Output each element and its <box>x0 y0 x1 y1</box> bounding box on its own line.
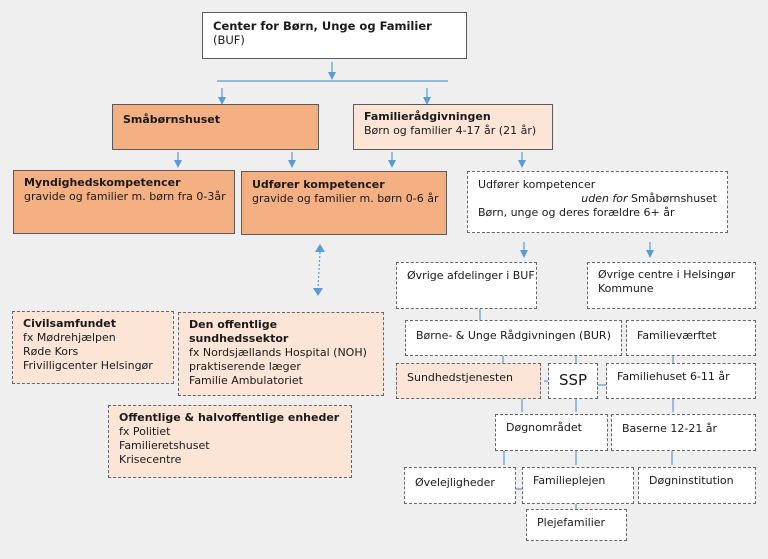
node-doegninstitution-title: Døgninstitution <box>649 474 734 487</box>
node-udfoerer-uden-line2: uden for Småbørnshuset <box>478 192 717 206</box>
node-udfoerer: Udfører kompetencer gravide og familier … <box>241 171 447 235</box>
node-sundhedssektor-line3: Familie Ambulatoriet <box>189 374 303 387</box>
node-buf: Center for Børn, Unge og Familier (BUF) <box>202 12 467 59</box>
node-sundhedssektor-line2: praktiserende læger <box>189 360 301 373</box>
node-bur-title: Børne- & Unge Rådgivningen (BUR) <box>416 329 611 342</box>
node-doegnomraadet: Døgnområdet <box>495 414 608 451</box>
node-myndighed: Myndighedskompetencer gravide og familie… <box>13 170 235 234</box>
node-sundhedssektor: Den offentlige sundhedssektor fx Nordsjæ… <box>178 312 384 396</box>
node-udfoerer-uden-italic: uden for <box>581 192 628 205</box>
node-familieplejen: Familieplejen <box>522 467 634 504</box>
node-offentlige-enheder-line2: Familieretshuset <box>119 439 210 452</box>
node-familieraadgivningen-title: Familierådgivningen <box>364 110 491 123</box>
node-civilsamfundet-line3: Frivilligcenter Helsingør <box>23 359 153 372</box>
node-familiehuset-title: Familiehuset 6-11 år <box>617 370 730 383</box>
node-civilsamfundet-title: Civilsamfundet <box>23 317 117 330</box>
node-familieplejen-title: Familieplejen <box>533 474 606 487</box>
node-oevelejligheder-title: Øvelejligheder <box>415 476 495 489</box>
node-familieraadgivningen-desc: Børn og familier 4-17 år (21 år) <box>364 124 537 137</box>
node-buf-title: Center for Børn, Unge og Familier <box>213 19 432 33</box>
node-ssp: SSP <box>548 363 598 399</box>
node-civilsamfundet-line2: Røde Kors <box>23 345 79 358</box>
node-plejefamilier: Plejefamilier <box>526 509 627 541</box>
node-plejefamilier-title: Plejefamilier <box>537 516 606 529</box>
node-oevelejligheder: Øvelejligheder <box>404 467 516 504</box>
node-bur: Børne- & Unge Rådgivningen (BUR) <box>405 320 622 356</box>
node-doegninstitution: Døgninstitution <box>638 467 756 504</box>
node-oevrige-centre: Øvrige centre i Helsingør Kommune <box>587 262 756 309</box>
node-smaaboernshuset-title: Småbørnshuset <box>123 113 220 126</box>
bidirectional-arrow <box>317 251 321 289</box>
node-ssp-title: SSP <box>558 371 588 389</box>
node-offentlige-enheder-line1: fx Politiet <box>119 425 171 438</box>
node-civilsamfundet: Civilsamfundet fx Mødrehjælpen Røde Kors… <box>12 311 174 384</box>
node-offentlige-enheder: Offentlige & halvoffentlige enheder fx P… <box>108 405 352 478</box>
node-myndighed-title: Myndighedskompetencer <box>24 176 181 189</box>
node-civilsamfundet-line1: fx Mødrehjælpen <box>23 331 116 344</box>
node-oevrige-centre-line1: Øvrige centre i Helsingør <box>598 268 736 281</box>
node-baserne: Baserne 12-21 år <box>611 414 756 451</box>
node-sundhedstjenesten: Sundhedstjenesten <box>396 363 541 399</box>
node-familieraadgivningen: Familierådgivningen Børn og familier 4-1… <box>353 104 553 150</box>
node-udfoerer-desc: gravide og familier m. børn 0-6 år <box>252 192 439 205</box>
node-udfoerer-title: Udfører kompetencer <box>252 178 385 191</box>
node-myndighed-desc: gravide og familier m. børn fra 0-3år <box>24 190 226 203</box>
node-sundhedssektor-title1: Den offentlige <box>189 318 278 331</box>
node-buf-suffix: (BUF) <box>213 33 245 47</box>
node-oevrige-afdelinger-title: Øvrige afdelinger i BUF <box>407 269 535 282</box>
node-oevrige-centre-line2: Kommune <box>598 282 654 295</box>
node-doegnomraadet-title: Døgnområdet <box>506 421 582 434</box>
node-sundhedssektor-title2: sundhedssektor <box>189 332 289 345</box>
node-udfoerer-uden-line1: Udfører kompetencer <box>478 178 596 191</box>
node-udfoerer-uden-rest: Småbørnshuset <box>627 192 717 205</box>
node-offentlige-enheder-title: Offentlige & halvoffentlige enheder <box>119 411 340 424</box>
node-familievaerftet-title: Familieværftet <box>637 329 717 342</box>
node-oevrige-afdelinger: Øvrige afdelinger i BUF <box>396 262 537 309</box>
arrow-head-down <box>313 288 323 296</box>
node-sundhedstjenesten-title: Sundhedstjenesten <box>407 371 514 384</box>
node-offentlige-enheder-line3: Krisecentre <box>119 453 182 466</box>
node-familiehuset: Familiehuset 6-11 år <box>606 363 756 399</box>
arrow-head-up <box>315 244 325 252</box>
node-udfoerer-uden: Udfører kompetencer uden for Småbørnshus… <box>467 171 728 233</box>
node-smaaboernshuset: Småbørnshuset <box>112 104 319 150</box>
node-familievaerftet: Familieværftet <box>626 320 756 356</box>
node-udfoerer-uden-line3: Børn, unge og deres forældre 6+ år <box>478 206 675 219</box>
node-sundhedssektor-line1: fx Nordsjællands Hospital (NOH) <box>189 346 367 359</box>
node-baserne-title: Baserne 12-21 år <box>622 422 718 435</box>
